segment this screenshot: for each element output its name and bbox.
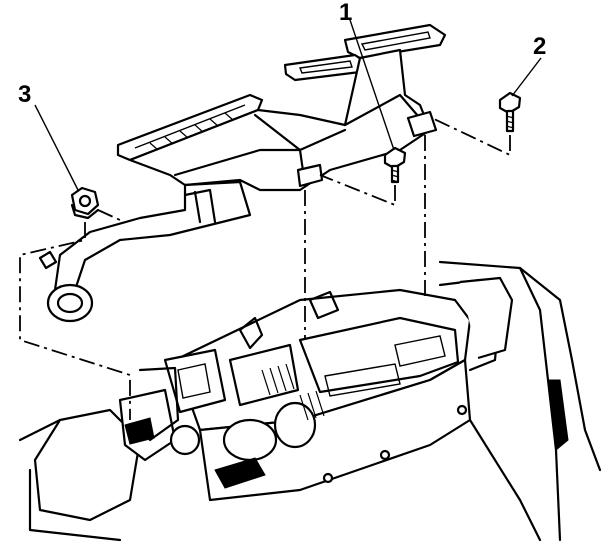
leader-line-1: [349, 19, 395, 151]
dash-fastener-3: [19, 222, 131, 420]
mount-tab-1: [322, 472, 334, 484]
hose-line: [138, 366, 180, 442]
actuator-left: [222, 418, 278, 462]
duct-flange-right: [406, 110, 438, 138]
duct-flange-left: [296, 163, 324, 188]
panel-shadow: [547, 379, 569, 451]
side-connector: [459, 276, 514, 360]
body-panel-edge: [438, 260, 602, 472]
duct-collar: [183, 188, 217, 224]
callout-label-1: 1: [339, 0, 352, 26]
duct-branch-left: [53, 180, 252, 292]
leader-line-3: [34, 104, 79, 191]
floor-edge: [468, 418, 542, 542]
upper-duct-assembly: [38, 23, 447, 323]
vent-outlet-right-slot: [360, 31, 431, 51]
duct-collar-2: [193, 190, 202, 224]
actuator-small: [169, 424, 201, 456]
blower-box-window: [177, 363, 211, 399]
dash-fastener-1-duct: [319, 174, 396, 207]
callout-3: 3: [18, 81, 79, 191]
hvac-module: [18, 260, 602, 542]
dash-fastener-2: [431, 117, 511, 157]
module-housing-front: [198, 358, 472, 502]
round-outlet-inner: [56, 292, 84, 314]
vent-outlet-center: [283, 53, 367, 82]
callout-label-3: 3: [18, 81, 31, 108]
callout-label-2: 2: [533, 33, 546, 60]
duct-body: [128, 48, 432, 192]
nut-fastener-3: [70, 186, 100, 220]
case-window-right: [394, 335, 446, 367]
dash-nut-to-duct: [97, 209, 121, 221]
screw-fastener-2: [498, 91, 522, 133]
vent-outlet-center-slot: [299, 60, 353, 74]
screw-fastener-1: [383, 146, 407, 184]
alignment-lines: [19, 117, 511, 420]
mount-tab-3: [456, 404, 468, 416]
duct-crease-4: [173, 148, 302, 177]
callout-2: 2: [511, 33, 546, 97]
case-window-left: [324, 363, 401, 397]
dark-component-2: [124, 417, 155, 445]
left-bottom-edge: [28, 468, 122, 542]
vent-outlet-left-grille: [134, 104, 246, 151]
actuator-right: [273, 401, 317, 449]
ribbed-detail: [261, 363, 325, 421]
bracket-center: [308, 290, 340, 320]
engine-component: [33, 408, 142, 522]
leader-line-2: [511, 57, 542, 97]
dark-component: [214, 457, 266, 489]
callout-1: 1: [339, 0, 395, 151]
bracket-left: [238, 316, 264, 350]
left-edge-line: [18, 418, 62, 442]
mount-tab-2: [379, 449, 391, 461]
blower-box: [163, 348, 227, 414]
clip-left: [38, 250, 58, 270]
